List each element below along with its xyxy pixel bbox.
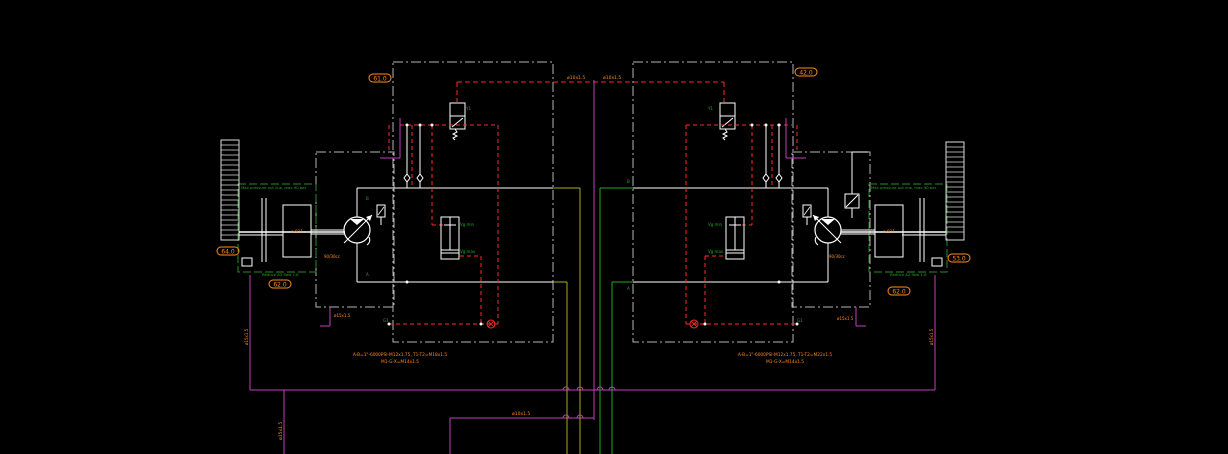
left-solenoid-valve: Y1: [449, 102, 471, 141]
left-wheel: [220, 139, 345, 267]
top-pilot-pipe: ø10x1.5 ø10x1.5: [456, 75, 725, 420]
right-label-b: A: [627, 286, 630, 291]
right-gearbox: n-931: [874, 204, 904, 258]
svg-text:61.0: 61.0: [373, 76, 387, 83]
right-check-valves: [762, 125, 783, 188]
left-port-g: G1: [383, 318, 389, 323]
right-drain-label: ø15x1.5: [837, 316, 854, 321]
left-drive-unit: 61.0 64.0 62.0: [216, 61, 554, 365]
left-control-valve-small: [376, 204, 386, 225]
right-motor-label: n-931: [883, 229, 895, 234]
left-motor-label: n-931: [291, 229, 303, 234]
right-shuttle-box: [844, 151, 868, 218]
pipe-top-label-2: ø10x1.5: [603, 75, 621, 81]
pipe-top-label-1: ø10x1.5: [567, 75, 585, 81]
left-caption-2: M1-G-X=M14x1.5: [381, 359, 419, 365]
right-tag-bottom: 62.0: [887, 286, 911, 296]
left-gauge: [486, 319, 496, 329]
left-caption-1: A-B=1"-6000PSI-M12x1.75, T1-T2=M18x1.5: [353, 352, 447, 358]
svg-text:42.0: 42.0: [799, 70, 813, 77]
left-label-b: A: [366, 272, 369, 277]
left-motor-frame: [315, 151, 395, 308]
right-motor-disp: 90/30cc: [829, 254, 845, 259]
left-motor-disp: 90/30cc: [324, 254, 340, 259]
left-note-bottom: Reduce A2 flow 1.8: [262, 272, 299, 277]
right-caption-2: M1-G-X=M14x1.5: [766, 359, 804, 365]
left-hydraulic-motor: [311, 188, 373, 282]
left-gearbox: n-931: [282, 204, 312, 258]
right-vert-label: ø15x1.5: [929, 328, 934, 345]
right-drain: [785, 118, 866, 327]
left-pilot-dots: [387, 123, 483, 326]
left-gear-frame: [237, 183, 317, 273]
right-tag-side: 53.0: [947, 253, 971, 263]
left-pilot-lines: [388, 124, 499, 325]
left-tag-side: 64.0: [216, 246, 240, 256]
right-valve-label: Y1: [707, 106, 713, 111]
right-note-top: Max pressure out line, max 90 bar: [871, 185, 937, 190]
right-gear-frame: [868, 183, 948, 273]
right-cyl-label-2: Vg max: [708, 249, 724, 254]
left-tag-bottom: 62.0: [268, 279, 292, 289]
left-control-frame: [392, 61, 554, 343]
svg-text:64.0: 64.0: [221, 249, 235, 256]
bottom-piping: ø10x1.5 ø15x1.5: [249, 187, 936, 454]
right-pilot-dots: [703, 123, 799, 326]
right-motor-frame: [791, 151, 871, 308]
right-control-frame: [632, 61, 794, 343]
left-tag-top: 61.0: [368, 73, 392, 83]
left-cyl-label-2: Vg max: [460, 249, 476, 254]
right-label-a: B: [627, 179, 630, 184]
left-cyl-label-1: Vg min: [460, 222, 475, 227]
left-valve-label: Y1: [465, 106, 471, 111]
left-drain: [320, 118, 401, 327]
right-wheel: [841, 141, 965, 267]
svg-text:62.0: 62.0: [273, 282, 287, 289]
left-cylinder: Vg min Vg max: [440, 216, 476, 260]
right-port-g: G1: [797, 318, 803, 323]
right-main-lines: B A: [627, 179, 828, 291]
pipe-bottom-label: ø10x1.5: [512, 411, 530, 417]
left-note-top: Max pressure out line, max 90 bar: [241, 185, 307, 190]
right-hydraulic-motor: [812, 188, 875, 282]
left-vert-label: ø15x1.5: [244, 328, 249, 345]
right-drive-unit: 42.0 53.0 62.0: [627, 61, 971, 365]
left-label-a: B: [366, 196, 369, 201]
svg-text:53.0: 53.0: [952, 256, 966, 263]
left-drain-label: ø15x1.5: [334, 313, 351, 318]
right-caption-1: A-B=1"-6000PSI-M12x1.75, T1-T2=M22x1.5: [738, 352, 832, 358]
right-control-valve-small: [802, 204, 812, 225]
right-note-bottom: Reduce A2 flow 1.8: [890, 272, 927, 277]
pipe-vert-label: ø15x1.5: [278, 422, 284, 440]
right-gauge: [689, 319, 699, 329]
right-cylinder: Vg min Vg max: [708, 216, 745, 260]
left-main-lines: B A: [357, 187, 553, 283]
right-tag-top: 42.0: [794, 67, 818, 77]
svg-text:62.0: 62.0: [892, 289, 906, 296]
right-cyl-label-1: Vg min: [708, 222, 723, 227]
left-check-valves: [403, 125, 424, 188]
